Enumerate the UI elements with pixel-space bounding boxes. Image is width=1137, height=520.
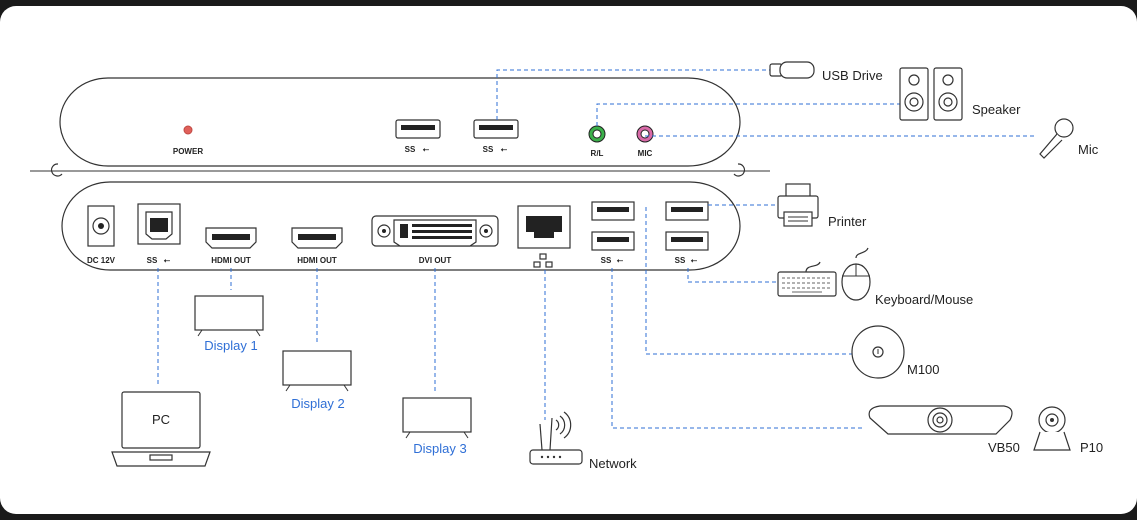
hdmi2-label: HDMI OUT <box>297 256 337 265</box>
speakerphone-icon <box>851 325 905 379</box>
keyboard-mouse-label: Keyboard/Mouse <box>875 292 973 307</box>
usb-symbol-icon: ⭠ <box>164 256 171 265</box>
dc-port: DC 12V <box>87 205 116 265</box>
diagram-card: .dash{stroke:#2f6fd6;stroke-width:1;stro… <box>0 6 1137 514</box>
keyboard-icon <box>777 261 837 297</box>
ethernet-port <box>517 205 571 268</box>
front-usb-label-1: SS <box>405 145 416 154</box>
front-usb-port-1: SS ⭠ <box>395 119 441 154</box>
dc-label: DC 12V <box>87 256 116 265</box>
usb-symbol-icon: ⭠ <box>691 256 698 265</box>
connection-lines <box>157 69 1036 429</box>
monitor-icon <box>282 350 352 392</box>
speaker-label: Speaker <box>972 102 1021 117</box>
display2-label: Display 2 <box>291 396 344 411</box>
hdmi-port-2: HDMI OUT <box>291 227 343 265</box>
mouse-icon <box>841 247 871 301</box>
usb-drive-icon <box>769 61 815 79</box>
usb-a-stack-2: SS ⭠ <box>665 201 709 265</box>
usb-drive-label: USB Drive <box>822 68 883 83</box>
panel-separator <box>30 163 770 177</box>
display1-label: Display 1 <box>204 338 257 353</box>
microphone-icon <box>1039 118 1074 159</box>
mic-jack: MIC <box>636 125 654 158</box>
printer-label: Printer <box>828 214 867 229</box>
connection-diagram: .dash{stroke:#2f6fd6;stroke-width:1;stro… <box>30 61 1103 471</box>
usb-a-label-1: SS <box>601 256 612 265</box>
usb-b-label: SS <box>147 256 158 265</box>
usb-a-stack-1: SS ⭠ <box>591 201 635 265</box>
m100-label: M100 <box>907 362 940 377</box>
front-panel: POWER SS ⭠ SS ⭠ R/L MIC <box>59 77 741 167</box>
hdmi-port-1: HDMI OUT <box>205 227 257 265</box>
laptop-icon <box>111 391 211 467</box>
mic-label: MIC <box>638 149 653 158</box>
router-icon <box>529 411 583 465</box>
dvi-port: DVI OUT <box>371 215 499 265</box>
video-bar-icon <box>868 405 1013 435</box>
ptz-camera-icon <box>1033 406 1071 451</box>
usb-symbol-icon: ⭠ <box>423 145 430 154</box>
rotate-icon <box>50 163 63 177</box>
power-led-icon <box>183 125 193 135</box>
mic-device-label: Mic <box>1078 142 1099 157</box>
audio-out-label: R/L <box>591 149 604 158</box>
monitor-icon <box>402 397 472 439</box>
rotate-icon <box>733 163 746 177</box>
network-symbol-icon <box>533 253 553 268</box>
monitor-icon <box>194 295 264 337</box>
network-label: Network <box>589 456 637 471</box>
dvi-label: DVI OUT <box>419 256 452 265</box>
usb-b-port: SS ⭠ <box>137 203 181 265</box>
audio-out-jack: R/L <box>588 125 606 158</box>
front-usb-label-2: SS <box>483 145 494 154</box>
p10-label: P10 <box>1080 440 1103 455</box>
front-usb-port-2: SS ⭠ <box>473 119 519 154</box>
pc-label: PC <box>152 412 170 427</box>
display3-label: Display 3 <box>413 441 466 456</box>
vb50-label: VB50 <box>988 440 1020 455</box>
rear-panel: DC 12V SS ⭠ HDMI OUT HDMI OUT <box>61 181 741 271</box>
printer-icon <box>777 183 819 227</box>
power-label: POWER <box>173 147 203 156</box>
speaker-icon <box>899 67 963 121</box>
usb-a-label-2: SS <box>675 256 686 265</box>
usb-symbol-icon: ⭠ <box>617 256 624 265</box>
usb-symbol-icon: ⭠ <box>501 145 508 154</box>
hdmi1-label: HDMI OUT <box>211 256 251 265</box>
